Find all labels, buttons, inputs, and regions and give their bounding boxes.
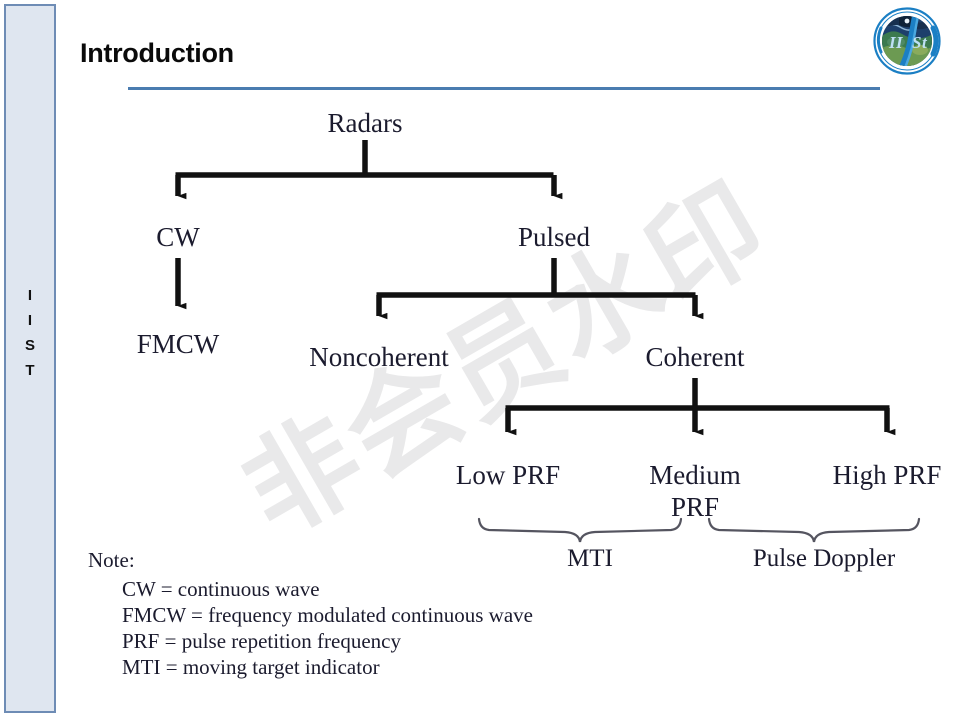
page-title: Introduction xyxy=(80,38,234,68)
node-medium-prf-line2: PRF xyxy=(670,492,720,522)
sidebar-letter-1: I xyxy=(27,287,33,304)
node-high-prf: High PRF xyxy=(832,460,942,490)
sidebar-letter-4: T xyxy=(25,362,35,379)
sidebar-wordmark: I I S T xyxy=(6,283,54,383)
node-medium-prf-line1: Medium xyxy=(649,460,741,490)
note-item: CW = continuous wave xyxy=(122,577,320,601)
note-item: MTI = moving target indicator xyxy=(122,655,380,679)
svg-text:I: I xyxy=(895,33,904,52)
note-item: PRF = pulse repetition frequency xyxy=(122,629,401,653)
node-fmcw: FMCW xyxy=(136,329,220,359)
node-cw: CW xyxy=(156,222,200,252)
sidebar-letter-2: I xyxy=(27,312,33,329)
node-noncoherent: Noncoherent xyxy=(309,342,449,372)
title-underline-rule xyxy=(128,87,880,90)
node-coherent: Coherent xyxy=(645,342,745,372)
node-low-prf: Low PRF xyxy=(455,460,561,490)
note-heading: Note: xyxy=(88,548,135,572)
sidebar-letter-3: S xyxy=(24,337,35,354)
group-label-pulse-doppler: Pulse Doppler xyxy=(752,545,896,572)
svg-text:I: I xyxy=(888,33,897,52)
left-sidebar-band: I I S T xyxy=(4,4,56,713)
note-item: FMCW = frequency modulated continuous wa… xyxy=(122,603,533,627)
svg-text:S: S xyxy=(912,33,921,52)
node-pulsed: Pulsed xyxy=(517,222,590,252)
iist-logo: I I S t xyxy=(872,6,942,76)
node-medium-prf: Medium PRF xyxy=(605,459,785,523)
svg-text:t: t xyxy=(922,33,928,52)
note-definition-list: CW = continuous wave FMCW = frequency mo… xyxy=(88,576,533,680)
group-label-mti: MTI xyxy=(567,545,613,572)
node-radars: Radars xyxy=(327,108,403,138)
note-block: Note: CW = continuous wave FMCW = freque… xyxy=(88,548,533,680)
